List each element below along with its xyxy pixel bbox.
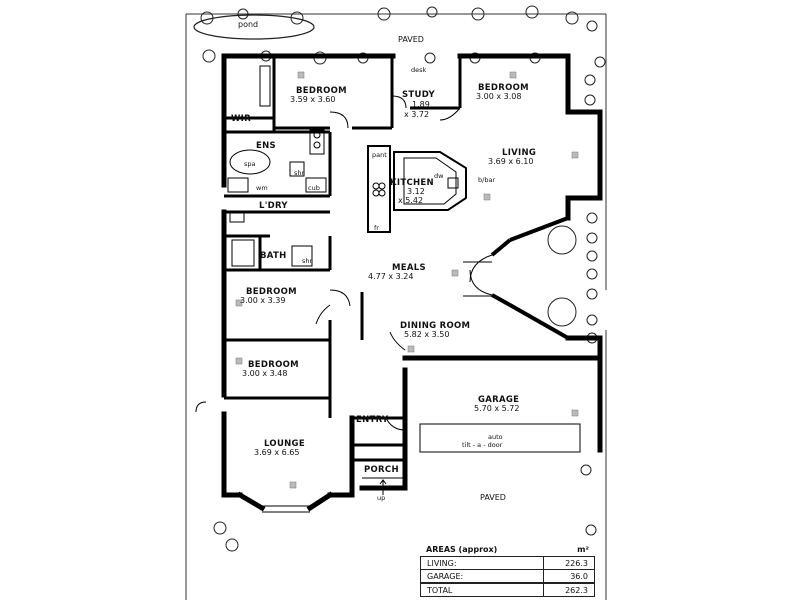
bedroom-master-name: BEDROOM [296,86,347,96]
bedroom-2-dims: 3.00 x 3.08 [476,92,521,101]
ensuite-wm: wm [256,184,268,192]
ensuite-spa: spa [244,160,256,168]
wir-name: WIR [231,114,251,124]
living-dims: 3.69 x 6.10 [488,157,533,166]
kitchen-outline [367,145,467,233]
bedroom-3-name: BEDROOM [246,287,297,297]
study-dims-1: 1.89 [412,100,430,109]
garage-door-2: tilt - a - door [462,441,503,449]
bedroom-3-dims: 3.00 x 3.39 [240,296,285,305]
porch-steps [362,477,405,495]
bedroom-4-dims: 3.00 x 3.48 [242,369,287,378]
bath-name: BATH [260,251,287,261]
garage-name: GARAGE [478,395,519,405]
areas-table: AREAS (approx) m² LIVING: 226.3 GARAGE: … [420,545,595,597]
ensuite-name: ENS [256,141,276,151]
paved-top-label: PAVED [398,35,424,44]
internal-walls [224,58,462,462]
study-dims-2: x 3.72 [404,110,429,119]
meals-dims: 4.77 x 3.24 [368,272,413,281]
study-desk: desk [411,66,427,74]
pond: pond [193,14,315,40]
pond-label: pond [238,20,258,29]
table-row: LIVING: 226.3 [420,556,595,570]
property-boundary [185,13,607,600]
area-label: GARAGE: [420,569,544,584]
kitchen-pant: pant [372,151,387,159]
dining-name: DINING ROOM [400,321,470,331]
ensuite-cub: cub [308,184,320,192]
area-value: 226.3 [543,556,595,570]
bath-shr: shr [302,257,313,265]
garage-door-1: auto [488,433,503,441]
table-row: GARAGE: 36.0 [420,569,595,584]
areas-rows: LIVING: 226.3 GARAGE: 36.0 TOTAL 262.3 [420,556,595,597]
paved-bottom-label: PAVED [480,493,506,502]
area-total-label: TOTAL [420,582,544,597]
meals-name: MEALS [392,263,426,273]
porch-up: up [377,494,385,502]
dining-dims: 5.82 x 3.50 [404,330,449,339]
kitchen-dims-1: 3.12 [407,187,425,196]
kitchen-bbar: b/bar [478,176,495,184]
study-name: STUDY [402,90,435,100]
areas-unit: m² [577,545,589,554]
rear-doors [463,254,493,297]
ensuite-shr: shr [294,169,305,177]
bedroom-2-name: BEDROOM [478,83,529,93]
kitchen-fr: fr [374,224,379,232]
area-total-value: 262.3 [543,582,595,597]
rear-bay [490,216,569,340]
kitchen-dw: dw [434,172,444,180]
porch-name: PORCH [364,465,399,475]
bedroom-4-name: BEDROOM [248,360,299,370]
table-row-total: TOTAL 262.3 [420,582,595,597]
fixtures [227,65,581,453]
door-swings [195,95,461,431]
kitchen-dims-2: x 5.42 [398,196,423,205]
room-markers [235,71,579,489]
area-value: 36.0 [543,569,595,584]
bedroom-master-dims: 3.59 x 3.60 [290,95,335,104]
area-label: LIVING: [420,556,544,570]
areas-header: AREAS (approx) m² [420,545,595,556]
garden-shrubs [200,5,606,552]
lounge-bay-window [262,505,310,513]
areas-title: AREAS (approx) [426,545,498,554]
laundry-name: L'DRY [259,201,288,211]
garage-dims: 5.70 x 5.72 [474,404,519,413]
lounge-dims: 3.69 x 6.65 [254,448,299,457]
external-walls [221,53,603,512]
kitchen-name: KITCHEN [390,178,434,188]
entry-name: ENTRY [356,415,389,425]
living-name: LIVING [502,148,536,158]
lounge-name: LOUNGE [264,439,305,449]
